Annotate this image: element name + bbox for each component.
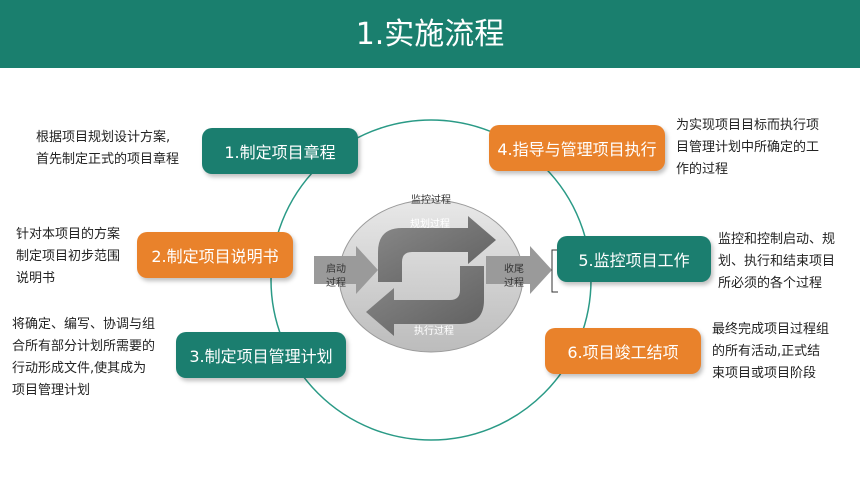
header-bar	[0, 0, 860, 68]
executing-label: 执行过程	[414, 326, 454, 337]
bracket-mark	[551, 249, 558, 293]
step-3-box: 3.制定项目管理计划	[176, 332, 346, 378]
planning-label: 规划过程	[410, 219, 450, 230]
step-5-box: 5.监控项目工作	[557, 236, 711, 282]
monitor-label: 监控过程	[411, 195, 451, 206]
initiating-arrow	[314, 246, 378, 294]
step-1-desc-line: 首先制定正式的项目章程	[36, 152, 180, 167]
planning-arrow	[378, 216, 496, 282]
step-6-desc-line: 束项目或项目阶段	[712, 366, 817, 381]
step-6-box: 6.项目竣工结项	[545, 328, 701, 374]
step-2-description: 针对本项目的方案 制定项目初步范围 说明书	[16, 224, 120, 290]
initiating-label-line2: 过程	[326, 278, 346, 289]
step-3-desc-line: 行动形成文件,使其成为	[12, 361, 147, 376]
step-5-description: 监控和控制启动、规 划、执行和结束项目 所必须的各个过程	[718, 229, 835, 295]
step-4-box: 4.指导与管理项目执行	[489, 125, 665, 171]
closing-arrow	[486, 246, 552, 294]
step-5-desc-line: 所必须的各个过程	[718, 276, 823, 291]
step-3-description: 将确定、编写、协调与组 合所有部分计划所需要的 行动形成文件,使其成为 项目管理…	[12, 314, 155, 402]
closing-label-line1: 收尾	[504, 264, 524, 275]
closing-label-line2: 过程	[504, 278, 524, 289]
step-4-description: 为实现项目目标而执行项 目管理计划中所确定的工 作的过程	[676, 115, 819, 181]
step-3-desc-line: 合所有部分计划所需要的	[12, 339, 156, 354]
step-6-desc-line: 最终完成项目过程组	[712, 322, 830, 337]
step-5-desc-line: 划、执行和结束项目	[718, 254, 836, 269]
step-3-desc-line: 将确定、编写、协调与组	[12, 317, 156, 332]
step-4-desc-line: 作的过程	[676, 162, 729, 177]
step-5-desc-line: 监控和控制启动、规	[718, 232, 836, 247]
step-1-box: 1.制定项目章程	[202, 128, 358, 174]
step-1-description: 根据项目规划设计方案, 首先制定正式的项目章程	[36, 127, 179, 171]
step-2-box: 2.制定项目说明书	[137, 232, 293, 278]
step-2-desc-line: 制定项目初步范围	[16, 249, 121, 264]
closing-label: 收尾 过程	[494, 263, 534, 291]
step-1-desc-line: 根据项目规划设计方案,	[36, 130, 171, 145]
step-6-description: 最终完成项目过程组 的所有活动,正式结 束项目或项目阶段	[712, 319, 829, 385]
initiating-label: 启动 过程	[316, 263, 356, 291]
step-4-desc-line: 为实现项目目标而执行项	[676, 118, 820, 133]
executing-arrow	[366, 266, 484, 336]
step-3-desc-line: 项目管理计划	[12, 383, 91, 398]
step-4-desc-line: 目管理计划中所确定的工	[676, 140, 820, 155]
step-2-desc-line: 说明书	[16, 271, 56, 286]
initiating-label-line1: 启动	[326, 264, 346, 275]
page-title: 1.实施流程	[355, 17, 505, 52]
step-6-desc-line: 的所有活动,正式结	[712, 344, 821, 359]
step-2-desc-line: 针对本项目的方案	[16, 227, 121, 242]
